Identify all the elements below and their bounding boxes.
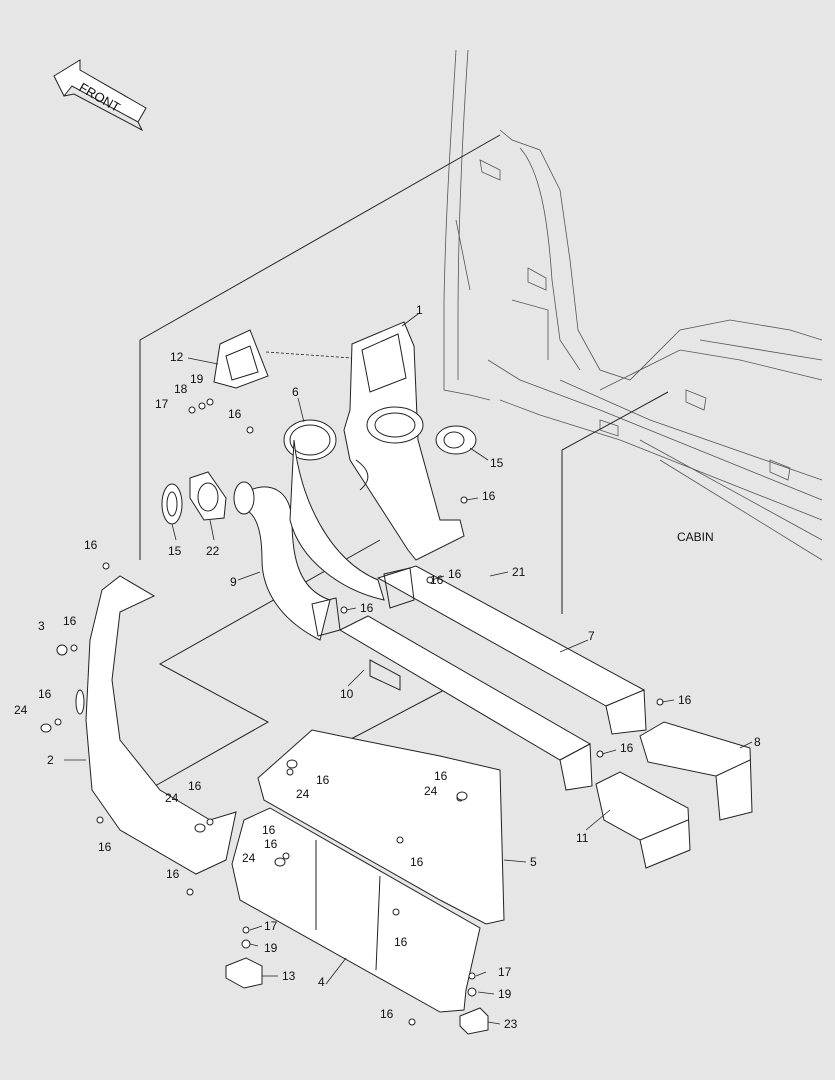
label-part-16-f: 16 (678, 693, 692, 707)
bracket-13 (225, 957, 263, 989)
label-part-24-e: 24 (242, 851, 256, 865)
label-part-19-b: 19 (264, 941, 278, 955)
outlet-elbow-duct (639, 721, 753, 821)
label-part-16-p: 16 (166, 867, 180, 881)
label-part-16-b: 16 (228, 407, 242, 421)
label-part-11: 11 (576, 831, 589, 845)
label-part-16-g: 16 (620, 741, 634, 755)
label-part-9: 9 (230, 575, 237, 589)
label-part-13: 13 (282, 969, 296, 983)
label-part-1: 1 (416, 303, 423, 317)
label-part-17-b: 17 (264, 919, 278, 933)
cabin-outline: CABIN (443, 49, 823, 561)
label-part-24-d: 24 (424, 784, 438, 798)
lower-duct (338, 615, 593, 791)
label-part-16-d: 16 (448, 567, 462, 581)
label-part-18: 18 (174, 382, 188, 396)
label-part-19-a: 19 (190, 372, 204, 386)
label-part-22: 22 (206, 544, 220, 558)
label-part-10: 10 (340, 687, 354, 701)
leader-lines (64, 313, 753, 1025)
label-part-16-c: 16 (482, 489, 496, 503)
cabin-label: CABIN (677, 530, 714, 544)
label-part-21: 21 (512, 565, 526, 579)
label-part-16-e: 16 (360, 601, 374, 615)
label-part-5: 5 (530, 855, 537, 869)
label-part-16-i: 16 (38, 687, 52, 701)
label-part-16-o: 16 (410, 855, 424, 869)
front-arrow: FRONT (53, 59, 147, 132)
label-part-6: 6 (292, 385, 299, 399)
vent-cap-left (161, 483, 183, 525)
label-part-3: 3 (38, 619, 45, 633)
label-part-17-c: 17 (498, 965, 512, 979)
label-part-15-left: 15 (168, 544, 182, 558)
lower-cover (231, 807, 481, 1013)
label-part-16-q: 16 (394, 935, 408, 949)
label-part-2: 2 (47, 753, 54, 767)
label-part-4: 4 (318, 975, 325, 989)
label-part-16-h: 16 (63, 614, 77, 628)
label-part-16-t: 16 (430, 573, 444, 587)
side-cover (75, 575, 237, 875)
projection-lines (139, 134, 669, 791)
label-part-16-k: 16 (188, 779, 202, 793)
upper-cover (257, 729, 505, 925)
duct-ring (283, 419, 337, 461)
label-part-15-right: 15 (490, 456, 504, 470)
label-part-24-c: 24 (296, 787, 310, 801)
seat-panel (343, 321, 465, 561)
long-duct (289, 439, 647, 735)
label-part-8: 8 (754, 735, 761, 749)
label-part-17-a: 17 (155, 397, 169, 411)
part-labels: 1 2 3 4 5 6 7 8 9 10 11 12 13 15 15 16 1… (14, 303, 761, 1031)
label-part-19-c: 19 (498, 987, 512, 1001)
label-part-16-n: 16 (262, 823, 276, 837)
label-part-16-j: 16 (98, 840, 112, 854)
label-part-12: 12 (170, 350, 184, 364)
lower-elbow-duct (595, 771, 691, 869)
label-part-23: 23 (504, 1017, 518, 1031)
grille-bracket (213, 329, 353, 389)
flex-hose (233, 481, 341, 641)
label-part-24-b: 24 (165, 791, 179, 805)
label-part-16-l: 16 (316, 773, 330, 787)
label-part-16-s: 16 (264, 837, 278, 851)
label-part-16-m: 16 (434, 769, 448, 783)
vent-adapter (189, 471, 227, 521)
vent-cap-right (435, 425, 477, 455)
label-part-24-a: 24 (14, 703, 28, 717)
bracket-23 (459, 1007, 489, 1035)
label-part-16-a: 16 (84, 538, 98, 552)
label-part-16-r: 16 (380, 1007, 394, 1021)
label-part-7: 7 (588, 629, 595, 643)
